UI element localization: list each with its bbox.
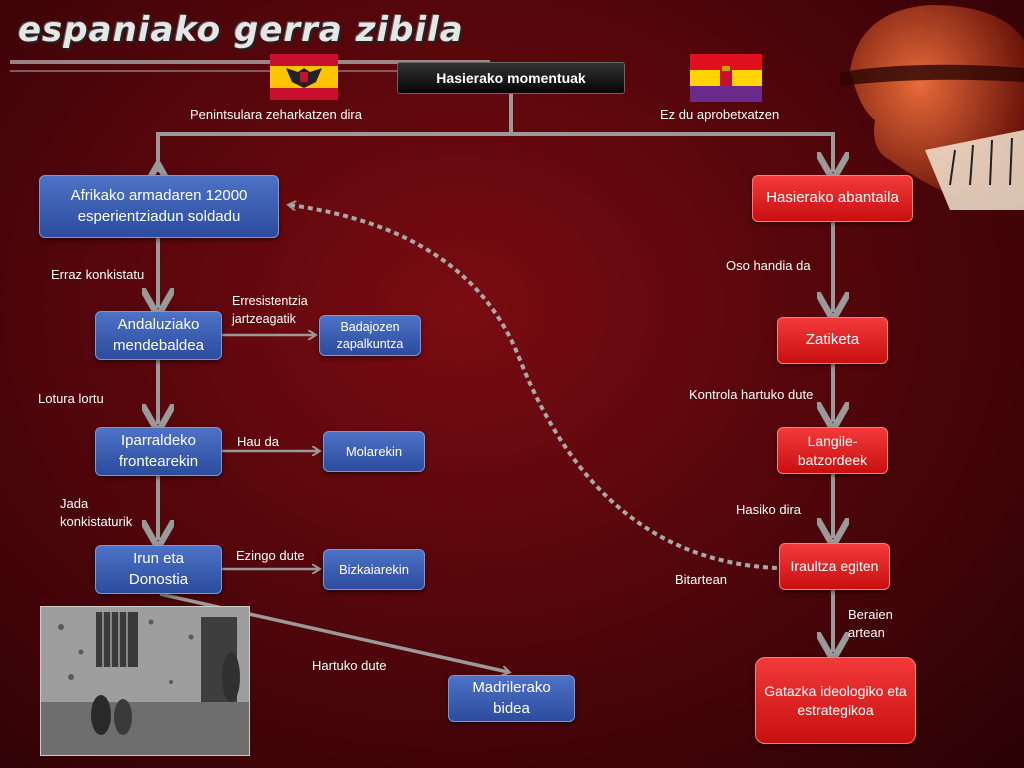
spanish-nationalist-flag-icon (270, 54, 338, 100)
madrilerako-bidea-node: Madrilerako bidea (448, 675, 575, 722)
page-title: espaniako gerra zibila (18, 10, 464, 50)
andaluziako-mendebaldea-node: Andaluziako mendebaldea (95, 311, 222, 360)
label-erraz-konkistatu: Erraz konkistatu (51, 267, 145, 282)
label-bitartean: Bitartean (675, 572, 728, 587)
hasierako-abantaila-node: Hasierako abantaila (752, 175, 913, 222)
label-ez-du-aprobetxatzen: Ez du aprobetxatzen (660, 107, 780, 122)
label-kontrola-hartuko-dute: Kontrola hartuko dute (689, 387, 814, 402)
langile-batzordeek-node: Langile- batzordeek (777, 427, 888, 474)
afrikako-armada-node: Afrikako armadaren 12000 esperientziadun… (39, 175, 279, 238)
connector-dashed-iraultza-afrikako (290, 205, 778, 570)
label-erresistentzia: Erresistentzia jartzeagatik (232, 294, 308, 326)
gatazka-ideologikoa-node: Gatazka ideologiko eta estrategikoa (755, 657, 916, 744)
label-beraien-artean: Beraien artean (848, 607, 893, 641)
zatiketa-node: Zatiketa (777, 317, 888, 364)
soldier-helmet-icon (840, 5, 1024, 210)
label-lotura-lortu: Lotura lortu (38, 391, 104, 406)
label-hasiko-dira: Hasiko dira (736, 502, 802, 517)
hasierako-momentuak-node: Hasierako momentuak (397, 62, 625, 94)
label-hartuko-dute: Hartuko dute (312, 658, 387, 673)
label-jada-konkistaturik: Jada konkistaturik (60, 496, 133, 530)
label-penintsulara: Penintsulara zeharkatzen dira (190, 107, 362, 122)
badajozen-zapalkuntza-node: Badajozen zapalkuntza (319, 315, 421, 356)
irun-eta-donostia-node: Irun eta Donostia (95, 545, 222, 594)
title-underline (10, 60, 490, 64)
molarekin-node: Molarekin (323, 431, 425, 472)
iraultza-egiten-node: Iraultza egiten (779, 543, 890, 590)
title-underline-2 (10, 70, 440, 72)
spanish-republic-flag-icon (690, 54, 762, 102)
label-oso-handia-da: Oso handia da (726, 258, 811, 273)
label-hau-da: Hau da (237, 434, 279, 449)
label-ezingo-dute: Ezingo dute (236, 548, 305, 563)
war-photo (40, 606, 250, 756)
iparraldeko-frontearekin-node: Iparraldeko frontearekin (95, 427, 222, 476)
bizkaiarekin-node: Bizkaiarekin (323, 549, 425, 590)
connector-top-branch (158, 132, 833, 172)
